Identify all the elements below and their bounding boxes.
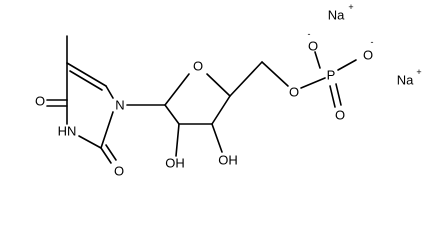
atom-p: P bbox=[327, 68, 336, 83]
bond-c3prime-oh bbox=[211, 123, 223, 153]
bond-c4prime-c3prime bbox=[211, 95, 231, 125]
bond-c5-c6 bbox=[66, 62, 107, 87]
sodium-ion-2: Na bbox=[397, 73, 414, 88]
bond-c2-o-double bbox=[105, 144, 117, 161]
atom-o-keto-4: O bbox=[35, 94, 45, 109]
bond-c2-n1 bbox=[100, 111, 114, 149]
atom-oh-3prime: OH bbox=[218, 153, 238, 168]
bond-o-p bbox=[300, 77, 326, 89]
atom-o-p-top: O bbox=[308, 39, 318, 54]
molecule-drawing: O HN O N O O P O - O - O OH OH Na + Na + bbox=[35, 2, 422, 179]
atom-n-1: N bbox=[115, 98, 124, 113]
bond-c1prime-c2prime bbox=[164, 104, 180, 125]
structure-diagram: O HN O N O O P O - O - O OH OH Na + Na + bbox=[35, 2, 422, 179]
atom-o-p-bottom: O bbox=[335, 108, 345, 123]
bond-c5-c6-double bbox=[69, 70, 103, 91]
bond-n3-c2 bbox=[78, 135, 102, 149]
sodium-ion-1-charge: + bbox=[348, 2, 353, 12]
bond-c2prime-oh bbox=[175, 123, 180, 157]
atom-o-ring: O bbox=[193, 59, 203, 74]
charge-o-p-right: - bbox=[371, 37, 374, 47]
bond-p-o-top bbox=[314, 51, 321, 69]
bond-p-o-double-a bbox=[329, 85, 336, 108]
bond-c2-o bbox=[100, 147, 112, 164]
atom-o-p-right: O bbox=[363, 48, 373, 63]
atom-o-ester: O bbox=[289, 85, 299, 100]
bond-c5prime-o bbox=[261, 61, 289, 87]
bond-o-c4prime bbox=[206, 73, 231, 97]
sodium-ion-2-charge: + bbox=[416, 67, 421, 77]
bond-c1prime-o bbox=[164, 73, 190, 106]
bond-c4prime-c5prime bbox=[229, 61, 263, 97]
charge-o-p-top: - bbox=[308, 29, 311, 39]
atom-oh-2prime: OH bbox=[165, 156, 185, 171]
atom-nh-3: HN bbox=[58, 124, 77, 139]
atom-o-keto-2: O bbox=[114, 164, 124, 179]
sodium-ion-1: Na bbox=[328, 8, 345, 23]
bond-p-o-right bbox=[337, 59, 357, 71]
bond-p-o-double-b bbox=[335, 83, 342, 106]
bond-c6-n1 bbox=[105, 85, 114, 99]
